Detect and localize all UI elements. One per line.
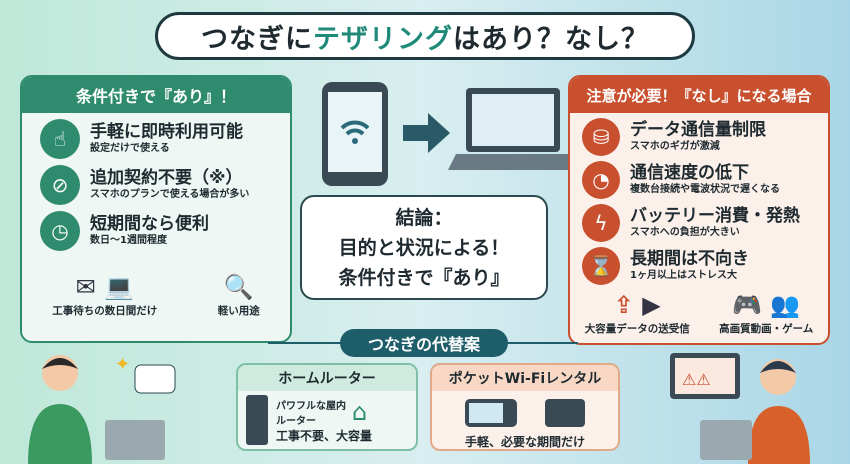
cons-item: ◔ 通信速度の低下複数台接続や電波状況で遅くなる (582, 161, 828, 199)
globe-search-icon: 🔍 (223, 273, 254, 301)
clock-icon: ◷ (40, 211, 80, 251)
item-sub: スマホのプランで使える場合が多い (90, 189, 250, 200)
laptop-icon (448, 88, 573, 170)
pros-panel: 条件付きで『あり』！ ☝ 手軽に即時利用可能設定だけで使える ⊘ 追加契約不要（※）… (20, 75, 292, 343)
title-part: つなぎに (201, 23, 313, 55)
use-case: 🎮 👥 高画質動画・ゲーム (719, 289, 813, 336)
card-sub: 手軽、必要な期間だけ (464, 435, 585, 449)
item-sub: スマホのギガが激減 (630, 141, 720, 152)
use-case: ⇪ ▶ 大容量データの送受信 (585, 289, 690, 336)
pocket-wifi-icon (465, 399, 517, 427)
item-sub: スマホへの負担が大きい (630, 227, 740, 238)
prohibited-icon: ⊘ (40, 165, 80, 205)
item-sub: 1ヶ月以上はストレス大 (630, 270, 737, 281)
use-label: 高画質動画・ゲーム (719, 323, 814, 335)
conclusion-text: 目的と状況による！ (338, 237, 510, 259)
conclusion-box: 結論： 目的と状況による！ 条件付きで『あり』 (300, 195, 548, 300)
laptop-icon: 💻 (104, 273, 134, 301)
database-warning-icon: ⛁ (582, 118, 620, 156)
phone-to-laptop-illustration (322, 82, 573, 186)
item-title: 短期間なら便利 (90, 214, 209, 234)
hourglass-icon: ⌛ (582, 247, 620, 285)
smartphone-icon (322, 82, 388, 186)
happy-person-illustration: ✦ (28, 354, 176, 464)
upload-icon: ⇪ (613, 291, 634, 319)
card-desc: パワフルな屋内ルーター (276, 400, 346, 427)
use-case: 🔍 軽い用途 (218, 271, 260, 318)
briefcase-icon (545, 399, 585, 427)
use-label: 工事待ちの数日間だけ (52, 305, 158, 317)
page-title: つなぎにテザリングはあり？なし？ (155, 12, 695, 60)
item-sub: 数日〜1週間程度 (90, 235, 167, 246)
pros-item: ☝ 手軽に即時利用可能設定だけで使える (40, 119, 290, 159)
card-title: ポケットWi-Fiレンタル (432, 365, 618, 391)
people-icon: 👥 (770, 291, 801, 319)
cons-header: 注意が必要！『なし』になる場合 (570, 77, 828, 113)
battery-icon: ϟ (582, 204, 620, 242)
speedometer-icon: ◔ (582, 161, 620, 199)
hand-tap-icon: ☝ (40, 119, 80, 159)
router-icon (246, 395, 268, 445)
warning-icon: ⚠⚠ (682, 370, 711, 389)
card-title: ホームルーター (238, 365, 416, 391)
house-icon: ⌂ (352, 397, 368, 426)
item-title: 通信速度の低下 (630, 163, 749, 183)
home-router-card: ホームルーター パワフルな屋内ルーター⌂ 工事不要、大容量 (236, 363, 418, 451)
item-title: 追加契約不要（※） (90, 168, 243, 188)
pros-item: ⊘ 追加契約不要（※）スマホのプランで使える場合が多い (40, 165, 290, 205)
sparkle-icon: ✦ (115, 354, 130, 375)
cons-panel: 注意が必要！『なし』になる場合 ⛁ データ通信量制限スマホのギガが激減 ◔ 通信速度… (568, 75, 830, 345)
card-sub: 工事不要、大容量 (276, 428, 373, 443)
pros-item: ◷ 短期間なら便利数日〜1週間程度 (40, 211, 290, 251)
item-title: 長期間は不向き (630, 249, 749, 269)
pros-header: 条件付きで『あり』！ (22, 77, 290, 113)
conclusion-label: 結論： (395, 207, 453, 229)
envelope-icon: ✉ (75, 273, 96, 301)
gamepad-icon: 🎮 (732, 291, 763, 319)
item-title: バッテリー消費・発熱 (630, 206, 800, 226)
video-icon: ▶ (642, 291, 661, 319)
cons-item: ⛁ データ通信量制限スマホのギガが激減 (582, 118, 828, 156)
title-highlight: テザリング (313, 23, 453, 55)
item-sub: 複数台接続や電波状況で遅くなる (630, 184, 780, 195)
conclusion-text: 条件付きで『あり』 (338, 267, 510, 289)
item-sub: 設定だけで使える (90, 143, 170, 154)
item-title: データ通信量制限 (630, 120, 766, 140)
worried-person-illustration: ⚠⚠ (670, 353, 810, 464)
title-part: はあり？なし？ (453, 23, 649, 55)
use-label: 大容量データの送受信 (584, 323, 690, 335)
cons-item: ϟ バッテリー消費・発熱スマホへの負担が大きい (582, 204, 828, 242)
item-title: 手軽に即時利用可能 (90, 122, 243, 142)
pocket-wifi-card: ポケットWi-Fiレンタル 手軽、必要な期間だけ (430, 363, 620, 451)
alternatives-title: つなぎの代替案 (340, 329, 508, 357)
use-case: ✉ 💻 工事待ちの数日間だけ (52, 271, 157, 318)
use-label: 軽い用途 (217, 305, 260, 317)
arrow-right-icon (403, 113, 450, 153)
speech-bubble-icon (134, 364, 176, 394)
